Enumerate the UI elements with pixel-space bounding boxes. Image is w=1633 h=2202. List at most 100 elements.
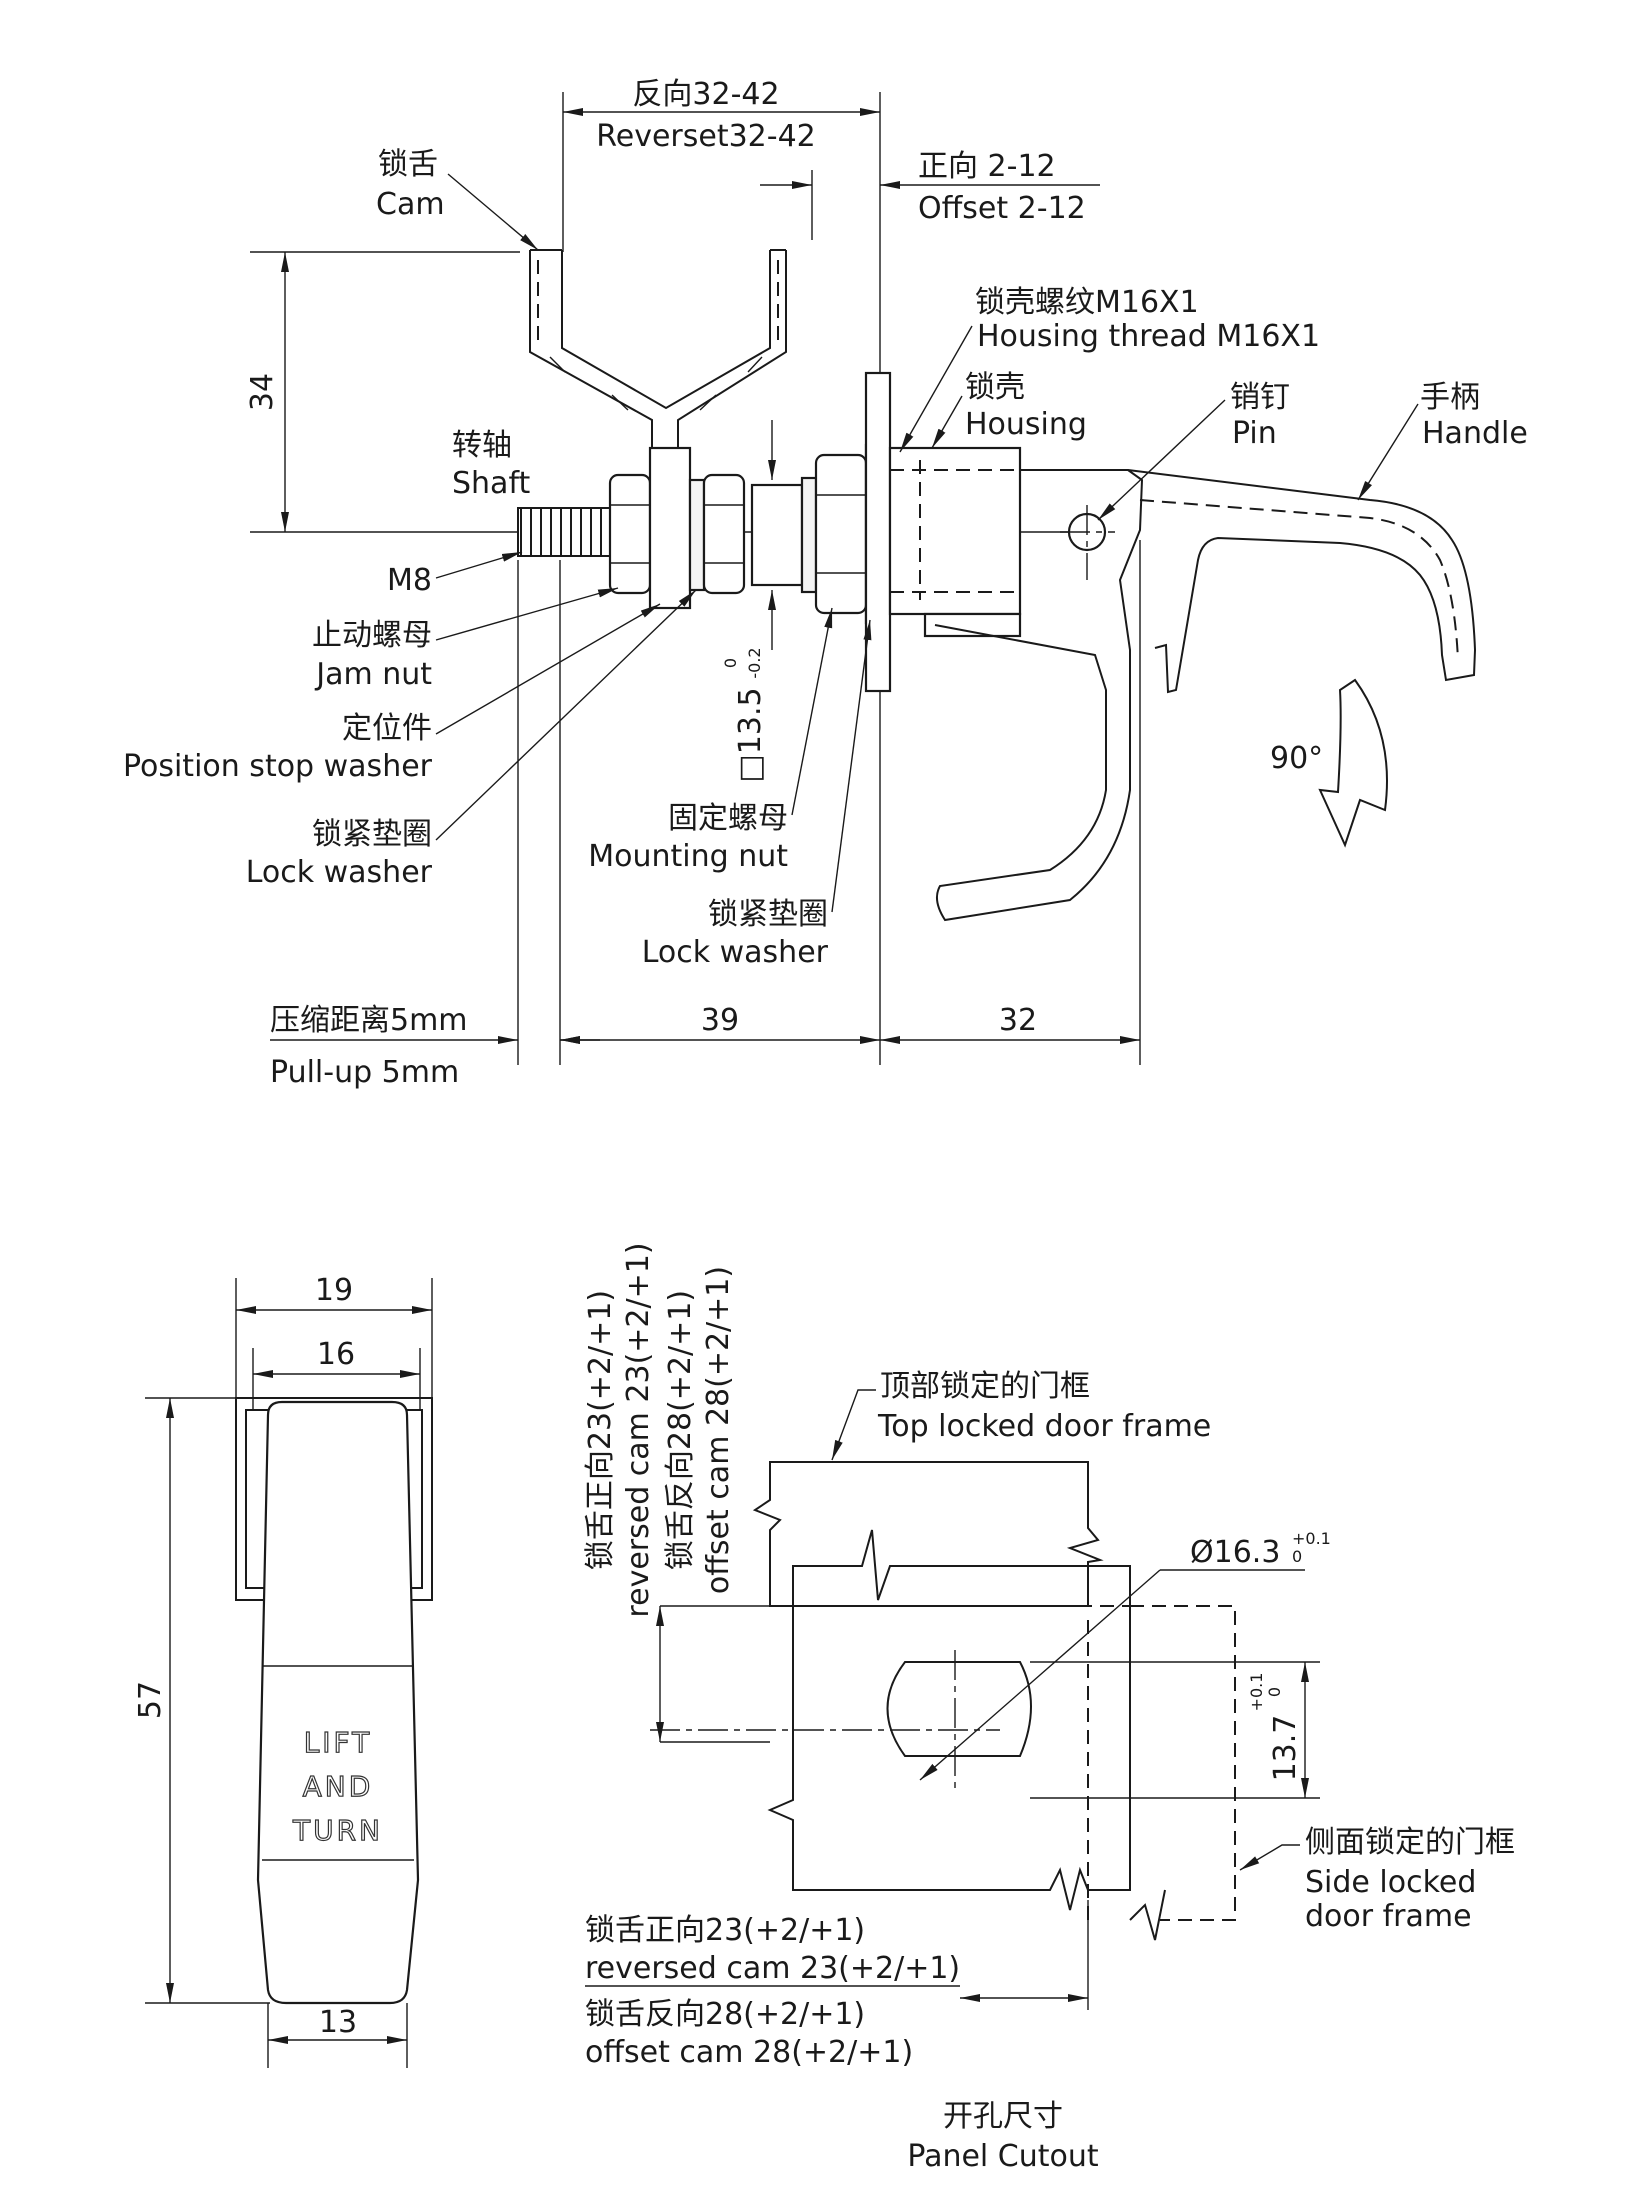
m8-label: M8 [387, 563, 432, 598]
shaft-label-en: Shaft [452, 466, 530, 501]
position-stop-label-en: Position stop washer [123, 749, 433, 784]
mounting-nut-leader [791, 607, 833, 816]
lock-washer-label-cn: 锁紧垫圈 [312, 817, 432, 852]
dimension-39-label: 39 [701, 1003, 739, 1038]
square-dim-tol-lower: -0.2 [745, 647, 764, 678]
panel-cutout-caption-en: Panel Cutout [907, 2139, 1099, 2174]
position-stop-washer [648, 446, 692, 610]
handle-label-cn: 手柄 [1420, 380, 1480, 415]
offset-label-en: Offset 2-12 [918, 191, 1086, 226]
lock-washer2-label-en: Lock washer [642, 935, 829, 970]
diameter-leader [919, 1569, 1161, 1781]
dimension-137-tol-lower: 0 [1265, 1687, 1284, 1697]
housing-leader [931, 395, 963, 449]
dimension-137-label: 13.7 [1268, 1715, 1303, 1782]
second-nut [702, 473, 746, 595]
emboss-turn: TURN [292, 1814, 383, 1847]
diameter-tol-upper: +0.1 [1292, 1529, 1331, 1548]
handle-label-en: Handle [1422, 416, 1528, 451]
top-door-frame [752, 1461, 1104, 1607]
vlabel-reversed-cam-en: reversed cam 23(+2/+1) [621, 1242, 656, 1617]
housing-label-cn: 锁壳 [965, 370, 1025, 405]
jam-nut [608, 473, 652, 595]
front-housing [235, 1397, 433, 1601]
handle [934, 469, 1477, 922]
position-stop-leader [435, 603, 661, 735]
lock-washer-label-en: Lock washer [246, 855, 433, 890]
square-dim-tol-upper: 0 [721, 658, 740, 668]
side-door-frame [1130, 1605, 1236, 1921]
pin-label-cn: 销钉 [1230, 380, 1290, 415]
handle-leader [1357, 403, 1419, 501]
vlabel-reversed-cam-cn: 锁舌正向23(+2/+1) [583, 1290, 618, 1570]
square-spacer [750, 483, 804, 587]
pullup-label-en: Pull-up 5mm [270, 1055, 459, 1090]
front-view: 19 16 57 13 LIFT AND TURN [133, 1273, 433, 2068]
side-frame-label-en1: Side locked [1305, 1865, 1476, 1900]
position-stop-label-cn: 定位件 [342, 711, 432, 746]
dimension-19-label: 19 [315, 1273, 353, 1308]
vlabel-offset-cam-cn: 锁舌反向28(+2/+1) [663, 1290, 698, 1570]
m8-leader [435, 551, 523, 579]
side-frame-leader [1239, 1844, 1300, 1871]
bottom-label-reversed-cn: 锁舌正向23(+2/+1) [585, 1913, 865, 1948]
rotation-arrow [1318, 678, 1388, 848]
dimension-34-label: 34 [245, 373, 280, 411]
rotation-label: 90° [1270, 741, 1323, 776]
housing-thread-label-en: Housing thread M16X1 [977, 319, 1320, 354]
jam-nut-label-cn: 止动螺母 [312, 618, 432, 653]
cam-label-en: Cam [376, 187, 445, 222]
jam-nut-label-en: Jam nut [314, 657, 432, 692]
pin-leader [1097, 399, 1226, 521]
side-frame-label-cn: 侧面锁定的门框 [1305, 1825, 1515, 1860]
diameter-tol-lower: 0 [1292, 1547, 1302, 1566]
emboss-lift: LIFT [304, 1726, 373, 1759]
diameter-label: Ø16.3 [1190, 1535, 1280, 1570]
pin-label-en: Pin [1232, 416, 1277, 451]
dimension-57-label: 57 [133, 1681, 168, 1719]
mounting-nut-label-en: Mounting nut [588, 839, 788, 874]
pullup-label-cn: 压缩距离5mm [270, 1003, 468, 1038]
housing-thread-leader [899, 325, 973, 453]
cam-label-cn: 锁舌 [378, 147, 438, 182]
square-dim-label: □13.5 [733, 687, 768, 782]
offset-label-cn: 正向 2-12 [918, 149, 1056, 184]
dimension-16-label: 16 [317, 1337, 355, 1372]
lock-washer2-label-cn: 锁紧垫圈 [708, 897, 828, 932]
side-view: 反向32-42 Reverset32-42 正向 2-12 Offset 2-1… [123, 77, 1528, 1090]
panel-cutout-caption-cn: 开孔尺寸 [943, 2099, 1063, 2134]
spacer-flange [800, 476, 818, 594]
bottom-label-offset-en: offset cam 28(+2/+1) [585, 2035, 913, 2070]
dimension-13-label: 13 [319, 2005, 357, 2040]
panel-cutout: 锁舌正向23(+2/+1) reversed cam 23(+2/+1) 锁舌反… [583, 1242, 1515, 2174]
top-frame-label-en: Top locked door frame [877, 1409, 1211, 1444]
bottom-label-reversed-en: reversed cam 23(+2/+1) [585, 1951, 960, 1986]
mounting-nut-label-cn: 固定螺母 [668, 801, 788, 836]
reverse-label-cn: 反向32-42 [632, 77, 779, 112]
panel-plate [767, 1529, 1131, 1911]
top-frame-label-cn: 顶部锁定的门框 [880, 1369, 1090, 1404]
emboss-and: AND [303, 1770, 374, 1803]
panel-flange [864, 371, 892, 693]
housing-thread-label-cn: 锁壳螺纹M16X1 [975, 285, 1199, 320]
side-frame-label-en2: door frame [1305, 1899, 1472, 1934]
side-frame-break [1129, 1889, 1166, 1941]
front-handle-body [256, 1400, 420, 2005]
vlabel-offset-cam-en: offset cam 28(+2/+1) [701, 1266, 736, 1594]
dimension-137-tol-upper: +0.1 [1247, 1673, 1266, 1712]
lock-washer-leader [435, 589, 697, 841]
threaded-shaft [517, 507, 615, 557]
housing [888, 446, 1022, 638]
reverse-label-en: Reverset32-42 [596, 119, 816, 154]
housing-label-en: Housing [965, 407, 1087, 442]
dimension-32-label: 32 [999, 1003, 1037, 1038]
shaft-label-cn: 转轴 [452, 428, 512, 463]
mounting-nut [814, 453, 868, 615]
d-cutout-hole [886, 1661, 1032, 1757]
lock-washer2-leader [831, 619, 872, 913]
jam-nut-leader [435, 587, 619, 641]
cam-leader [447, 173, 539, 251]
lock-washer [688, 478, 706, 592]
top-frame-leader [831, 1389, 876, 1461]
